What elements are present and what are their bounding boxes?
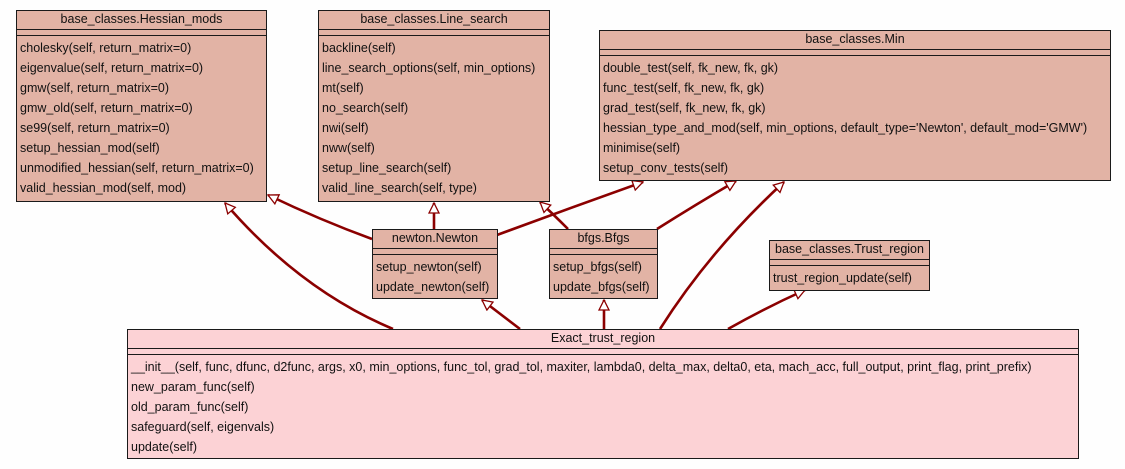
method: gmw_old(self, return_matrix=0) (20, 101, 193, 115)
method: update_bfgs(self) (553, 280, 650, 294)
edge-exact-to-newton (482, 298, 521, 331)
method: unmodified_hessian(self, return_matrix=0… (20, 161, 254, 175)
methods-section: backline(self) line_search_options(self,… (319, 36, 549, 198)
class-hessian-mods[interactable]: base_classes.Hessian_mods cholesky(self,… (16, 10, 267, 202)
methods-section: setup_bfgs(self) update_bfgs(self) (550, 255, 657, 297)
method: eigenvalue(self, return_matrix=0) (20, 61, 204, 75)
attributes-section (600, 50, 1110, 56)
class-name: base_classes.Trust_region (770, 241, 929, 260)
attributes-section (770, 260, 929, 266)
methods-section: cholesky(self, return_matrix=0) eigenval… (17, 36, 266, 198)
method: gmw(self, return_matrix=0) (20, 81, 169, 95)
method: no_search(self) (322, 101, 409, 115)
attributes-section (373, 249, 497, 255)
method: __init__(self, func, dfunc, d2func, args… (131, 360, 1032, 374)
method: trust_region_update(self) (773, 271, 912, 285)
method: cholesky(self, return_matrix=0) (20, 41, 192, 55)
method: new_param_func(self) (131, 380, 255, 394)
method: old_param_func(self) (131, 400, 249, 414)
edge-newton-to-min (496, 182, 643, 237)
attributes-section (128, 349, 1078, 355)
class-newton[interactable]: newton.Newton setup_newton(self) update_… (372, 229, 498, 299)
method: setup_newton(self) (376, 260, 482, 274)
method: setup_hessian_mod(self) (20, 141, 160, 155)
method: se99(self, return_matrix=0) (20, 121, 170, 135)
method: nww(self) (322, 141, 375, 155)
method: update(self) (131, 440, 198, 454)
attributes-section (17, 30, 266, 36)
method: double_test(self, fk_new, fk, gk) (603, 61, 779, 75)
methods-section: double_test(self, fk_new, fk, gk) func_t… (600, 56, 1110, 178)
class-min[interactable]: base_classes.Min double_test(self, fk_ne… (599, 30, 1111, 181)
method: grad_test(self, fk_new, fk, gk) (603, 101, 766, 115)
method: hessian_type_and_mod(self, min_options, … (603, 121, 1088, 135)
class-trust-region[interactable]: base_classes.Trust_region trust_region_u… (769, 240, 930, 291)
method: setup_line_search(self) (322, 161, 452, 175)
method: setup_conv_tests(self) (603, 161, 729, 175)
class-name: base_classes.Min (600, 31, 1110, 50)
method: nwi(self) (322, 121, 369, 135)
class-name: base_classes.Line_search (319, 11, 549, 30)
method: safeguard(self, eigenvals) (131, 420, 275, 434)
edge-newton-to-hessian-mods (268, 193, 373, 241)
methods-section: __init__(self, func, dfunc, d2func, args… (128, 355, 1078, 457)
method: valid_line_search(self, type) (322, 181, 477, 195)
method: update_newton(self) (376, 280, 490, 294)
method: backline(self) (322, 41, 396, 55)
method: valid_hessian_mod(self, mod) (20, 181, 187, 195)
class-bfgs[interactable]: bfgs.Bfgs setup_bfgs(self) update_bfgs(s… (549, 229, 658, 299)
edge-exact-to-hessian-mods (224, 203, 394, 331)
class-name: base_classes.Hessian_mods (17, 11, 266, 30)
method: setup_bfgs(self) (553, 260, 642, 274)
methods-section: trust_region_update(self) (770, 266, 929, 288)
class-name: Exact_trust_region (128, 330, 1078, 349)
method: minimise(self) (603, 141, 681, 155)
method: func_test(self, fk_new, fk, gk) (603, 81, 765, 95)
attributes-section (550, 249, 657, 255)
edge-exact-to-min (658, 182, 784, 330)
edge-exact-to-trust-region (727, 288, 805, 331)
class-line-search[interactable]: base_classes.Line_search backline(self) … (318, 10, 550, 202)
class-name: bfgs.Bfgs (550, 230, 657, 249)
methods-section: setup_newton(self) update_newton(self) (373, 255, 497, 297)
method: mt(self) (322, 81, 364, 95)
edge-bfgs-to-line-search (540, 202, 569, 230)
edge-bfgs-to-min (656, 179, 736, 231)
method: line_search_options(self, min_options) (322, 61, 536, 75)
attributes-section (319, 30, 549, 36)
class-name: newton.Newton (373, 230, 497, 249)
class-exact-trust-region[interactable]: Exact_trust_region __init__(self, func, … (127, 329, 1079, 459)
